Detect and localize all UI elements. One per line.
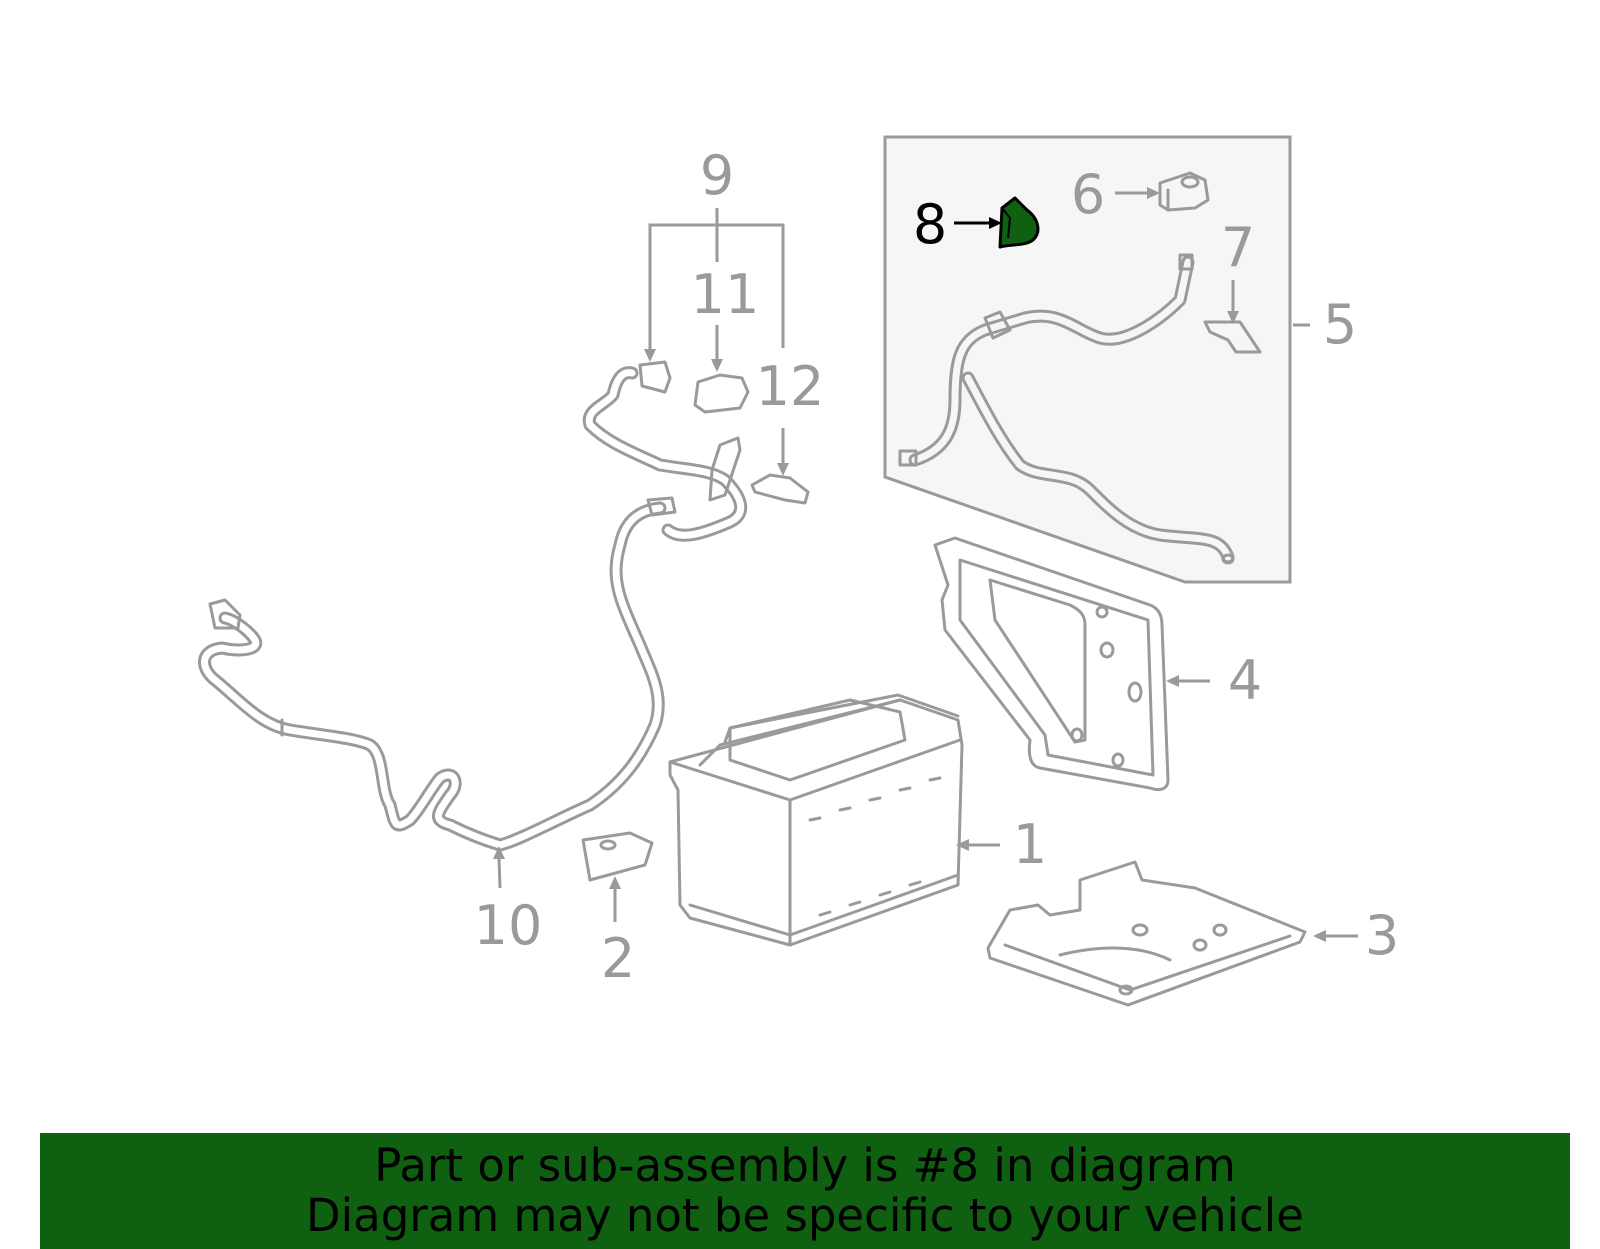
callout-4: 4 [1228,649,1262,712]
callout-6: 6 [1071,163,1105,226]
part-6-clip [1158,171,1210,212]
subassembly-5-box [883,135,1292,584]
callout-7: 7 [1221,216,1255,279]
callout-1: 1 [1013,813,1047,876]
callout-3: 3 [1365,904,1399,967]
callout-10: 10 [474,894,543,957]
part-4-panel [933,536,1170,792]
part-10-cable [198,496,677,852]
leader-lines [493,187,1358,942]
part-11-cover [693,373,750,414]
part-5-cable [898,253,1235,565]
part-1-battery [668,693,964,947]
callout-2: 2 [601,927,635,990]
callout-11: 11 [691,263,760,326]
part-7-bracket [1203,320,1262,354]
part-9-harness [582,360,748,542]
info-banner: Part or sub-assembly is #8 in diagram Di… [40,1133,1570,1249]
banner-line-1: Part or sub-assembly is #8 in diagram [374,1139,1236,1192]
callout-9: 9 [700,144,734,207]
part-2-bracket [581,831,654,882]
callout-5: 5 [1323,293,1357,356]
banner-line-2: Diagram may not be specific to your vehi… [306,1189,1304,1242]
callout-12: 12 [756,355,825,418]
part-8-highlighted [998,196,1040,249]
part-12-clip [750,473,810,505]
part-3-tray [986,860,1307,1007]
callout-8-highlighted: 8 [913,193,947,256]
